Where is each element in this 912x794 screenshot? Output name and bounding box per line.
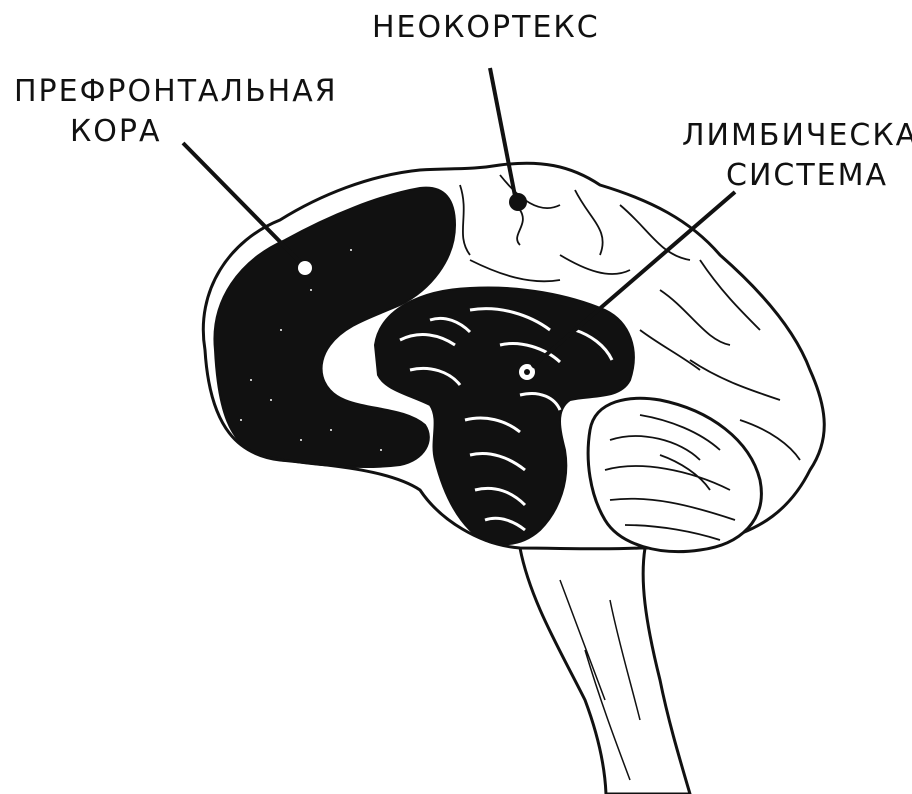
prefrontal-label-line1: ПРЕФРОНТАЛЬНАЯ — [14, 72, 338, 112]
prefrontal-dot — [298, 261, 312, 275]
prefrontal-label-line2: КОРА — [14, 112, 338, 152]
limbic-label-line2: СИСТЕМА — [682, 156, 912, 196]
brain-stem — [520, 548, 690, 794]
limbic-label-line1: ЛИМБИЧЕСКАЯ — [682, 116, 912, 156]
limbic-system-label: ЛИМБИЧЕСКАЯ СИСТЕМА — [682, 116, 912, 196]
neocortex-dot — [509, 193, 527, 211]
prefrontal-cortex-label: ПРЕФРОНТАЛЬНАЯ КОРА — [14, 72, 338, 152]
neocortex-label: НЕОКОРТЕКС — [372, 8, 600, 48]
neocortex-label-text: НЕОКОРТЕКС — [372, 8, 600, 48]
limbic-dot-inner — [524, 369, 530, 375]
